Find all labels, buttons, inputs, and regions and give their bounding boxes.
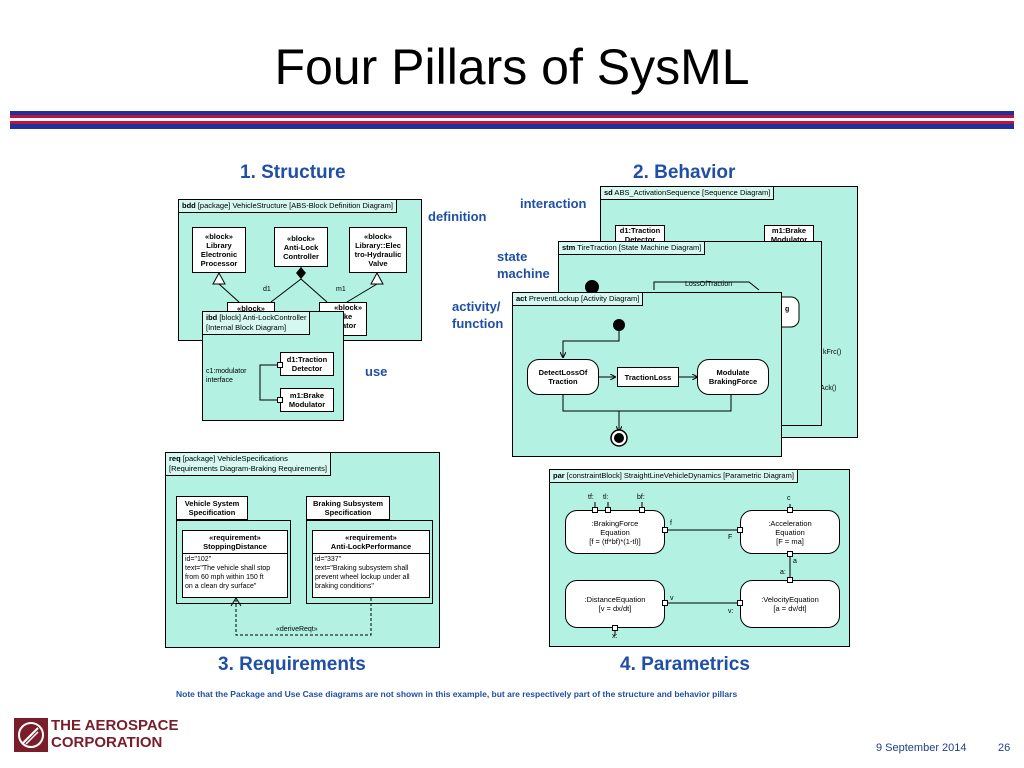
part-brake-modulator: m1:Brake Modulator: [280, 388, 334, 412]
interaction-label: interaction: [520, 196, 587, 211]
aerospace-logo: THE AEROSPACE CORPORATION: [14, 718, 214, 758]
msg-kfrc: kFrc(): [823, 349, 842, 356]
slide-title: Four Pillars of SysML: [274, 39, 750, 95]
par-header: par [constraintBlock] StraightLineVehicl…: [550, 470, 798, 483]
bdd-header: bdd [package] VehicleStructure [ABS-Bloc…: [179, 200, 397, 213]
header-divider: [10, 111, 1014, 131]
role-d1: d1: [263, 286, 271, 293]
port-F: [737, 527, 743, 533]
port-v2: [737, 600, 743, 606]
req-header: req [package] VehicleSpecifications [Req…: [166, 453, 331, 476]
req1-name: «requirement» StoppingDistance: [183, 531, 287, 554]
logo-line2: CORPORATION: [51, 734, 163, 751]
port-v: [662, 600, 668, 606]
req-frame: req [package] VehicleSpecifications [Req…: [165, 452, 440, 648]
definition-label: definition: [428, 209, 487, 224]
ibd-header: ibd [block] Anti-LockController [Interna…: [203, 312, 311, 335]
port-f: [662, 527, 668, 533]
constraint-velocity: :VelocityEquation [a = dv/dt]: [740, 580, 840, 628]
object-traction-loss: TractionLoss: [617, 367, 679, 387]
param-f: f: [670, 520, 672, 527]
param-c: c: [787, 495, 791, 502]
requirements-title: 3. Requirements: [218, 654, 366, 675]
connector-label: c1:modulator interface: [206, 368, 247, 384]
port-a: [787, 551, 793, 557]
port-tl: [605, 507, 611, 513]
param-a: a: [793, 558, 797, 565]
param-v: v: [670, 595, 674, 602]
param-bf: bf:: [637, 494, 645, 501]
sd-header: sd ABS_ActivationSequence [Sequence Diag…: [601, 187, 775, 200]
act-flow: [513, 319, 732, 447]
role-m1: m1: [336, 286, 346, 293]
block-anti-lock-controller: «block» Anti-Lock Controller: [274, 227, 328, 267]
port-m1: [277, 397, 283, 403]
param-F: F: [728, 534, 733, 541]
footer-date: 9 September 2014: [876, 742, 967, 754]
act-frame: act PreventLockup [Activity Diagram] Det…: [512, 292, 782, 457]
state-fragment: g: [785, 306, 790, 313]
pkg-braking-subsystem: Braking Subsystem Specification: [306, 496, 390, 520]
par-connectors: [594, 502, 791, 636]
constraint-braking-force: :BrakingForce Equation [f = (tf*bf)*(1-t…: [565, 510, 665, 554]
param-tf: tf:: [588, 494, 594, 501]
req2-name: «requirement» Anti-LockPerformance: [313, 531, 429, 554]
block-electronic-processor: «block» Library Electronic Processor: [192, 227, 246, 273]
port-tf: [592, 507, 598, 513]
port-x: [612, 625, 618, 631]
logo-mark-icon: [14, 718, 48, 752]
par-frame: par [constraintBlock] StraightLineVehicl…: [549, 469, 850, 647]
derive-label: «deriveReqt»: [276, 626, 318, 633]
block-hydraulic-valve: «block» Library::Elec tro-Hydraulic Valv…: [349, 227, 407, 273]
param-tl: tl:: [603, 494, 609, 501]
parametrics-title: 4. Parametrics: [620, 654, 750, 675]
port-c: [787, 507, 793, 513]
req-stopping-distance: «requirement» StoppingDistance id="102" …: [182, 530, 288, 598]
constraint-distance: :DistanceEquation [v = dx/dt]: [565, 580, 665, 628]
state-machine-label: state machine: [497, 249, 550, 281]
derive-arrow: [230, 597, 372, 636]
logo-line1: THE AEROSPACE: [51, 717, 179, 734]
part-traction-detector: d1:Traction Detector: [280, 352, 334, 376]
lifeline-traction-detector: d1:Traction Detector: [615, 225, 665, 245]
use-label: use: [365, 364, 388, 379]
constraint-acceleration: :Acceleration Equation [F = ma]: [740, 510, 840, 554]
req-anti-lock-performance: «requirement» Anti-LockPerformance id="3…: [312, 530, 430, 598]
ibd-frame: ibd [block] Anti-LockController [Interna…: [202, 311, 344, 421]
footer-page-number: 26: [998, 742, 1011, 754]
stm-header: stm TireTraction [State Machine Diagram]: [559, 242, 706, 255]
footnote: Note that the Package and Use Case diagr…: [176, 689, 738, 699]
port-bf: [639, 507, 645, 513]
param-v2: v:: [728, 608, 734, 615]
pkg-vehicle-system: Vehicle System Specification: [176, 496, 248, 520]
port-a2: [787, 577, 793, 583]
port-d1: [277, 362, 283, 368]
bdd-connectors: [212, 267, 384, 303]
activity-label: activity/ function: [452, 299, 504, 331]
action-modulate-braking: Modulate BrakingForce: [697, 359, 769, 395]
req1-text: id="102" text="The vehicle shall stop fr…: [185, 556, 271, 590]
act-header: act PreventLockup [Activity Diagram]: [513, 293, 644, 306]
transition-label: LossOfTraction: [685, 281, 733, 288]
param-a2: a:: [780, 569, 786, 576]
param-x: x:: [612, 633, 618, 640]
behavior-title: 2. Behavior: [633, 162, 736, 183]
action-detect-loss: DetectLossOf Traction: [527, 359, 599, 395]
req2-text: id="337" text="Braking subsystem shall p…: [315, 556, 410, 590]
structure-title: 1. Structure: [240, 162, 346, 183]
ibd-connectors: [259, 364, 280, 401]
